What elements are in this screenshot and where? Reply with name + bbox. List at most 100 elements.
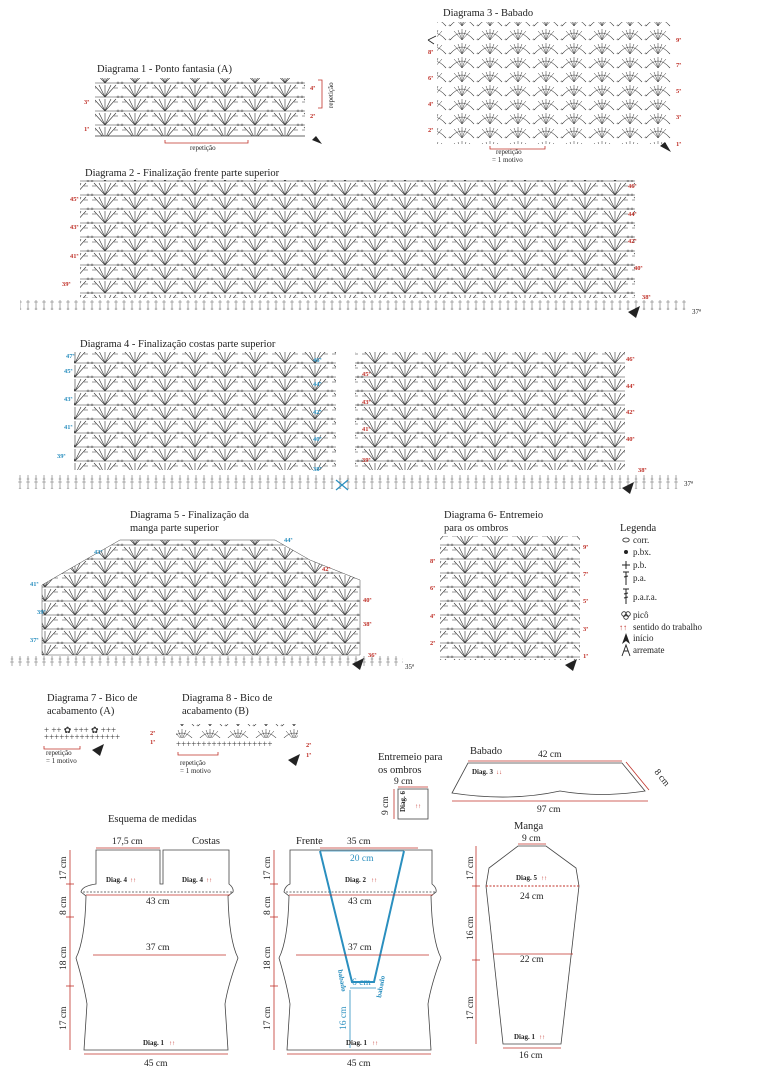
start-icon bbox=[352, 658, 364, 670]
direction-arrows-icon: ↑↑ bbox=[539, 1035, 545, 1041]
front-v-top: 20 cm bbox=[350, 854, 374, 864]
row-label: 40ª bbox=[634, 265, 643, 272]
direction-arrows-icon: ↑↑ bbox=[371, 878, 377, 884]
direction-arrows-icon: ↓↓ bbox=[496, 770, 502, 776]
ruffle-title: Babado bbox=[470, 746, 502, 757]
diagram-7-title-line2: acabamento (A) bbox=[47, 706, 115, 717]
row-label: 46ª bbox=[626, 356, 635, 363]
shoulder-rect bbox=[397, 788, 429, 820]
row-label: 43ª bbox=[94, 549, 103, 556]
finish-icon bbox=[335, 479, 349, 491]
double-crochet-icon bbox=[623, 571, 629, 585]
diagram-3-title: Diagrama 3 - Babado bbox=[443, 8, 533, 19]
row-label: 41ª bbox=[30, 581, 39, 588]
sleeve-outline bbox=[485, 845, 580, 1045]
front-waist: 37 cm bbox=[348, 943, 372, 953]
finish-icon bbox=[621, 643, 631, 657]
row-label: 41ª bbox=[70, 253, 79, 260]
front-chest: 43 cm bbox=[348, 897, 372, 907]
diagram-2-chart bbox=[80, 180, 635, 298]
front-upper-height: 17 cm bbox=[263, 856, 273, 880]
shoulder-title-line1: Entremeio para bbox=[378, 752, 443, 763]
front-band-width: 6 cm bbox=[352, 978, 371, 988]
diagram-8-title-line2: acabamento (B) bbox=[182, 706, 249, 717]
row-label: 3ª bbox=[676, 114, 681, 121]
diagram-4: Diagrama 4 - Finalização costas parte su… bbox=[14, 339, 693, 494]
start-icon bbox=[312, 136, 322, 144]
ruffle-shape bbox=[451, 762, 646, 798]
shoulder-width: 9 cm bbox=[394, 777, 413, 787]
legend-label: sentido do trabalho bbox=[633, 622, 702, 632]
row-label: 2ª bbox=[428, 127, 433, 134]
legend-label: p.a.r.a. bbox=[633, 592, 657, 602]
front-title: Frente bbox=[296, 836, 323, 847]
front-schematic: Frente 35 cm 20 cm Diag. 2 ↑↑ 43 cm 37 c… bbox=[263, 836, 442, 1069]
schematics-title: Esquema de medidas bbox=[108, 814, 197, 825]
diagram-5-title-line2: manga parte superior bbox=[130, 523, 219, 534]
diagram-4-left-chart bbox=[74, 352, 336, 470]
foundation-row bbox=[20, 300, 690, 310]
repeat-label: repetição bbox=[180, 759, 206, 767]
back-upper-height: 17 cm bbox=[59, 856, 69, 880]
row-label: 40ª bbox=[363, 597, 372, 604]
foundation-row bbox=[8, 656, 403, 666]
diagram-2-title: Diagrama 2 - Finalização frente parte su… bbox=[85, 168, 280, 179]
front-diag-bottom: Diag. 1 bbox=[346, 1039, 368, 1047]
diagram-7-chart: +++++++++++++++ bbox=[44, 732, 120, 742]
row-label: 2ª bbox=[430, 640, 435, 647]
picot-icon bbox=[621, 611, 631, 620]
slip-stitch-icon bbox=[624, 550, 628, 554]
direction-arrows-icon: ↑↑ bbox=[619, 623, 627, 632]
front-mid-height: 8 cm bbox=[263, 896, 273, 915]
sleeve-low-height: 17 cm bbox=[466, 996, 476, 1020]
diagram-5-chart bbox=[41, 539, 361, 656]
row-label: 38ª bbox=[642, 294, 651, 301]
row-label: 45ª bbox=[64, 368, 73, 375]
row-label: 43ª bbox=[70, 224, 79, 231]
front-outline bbox=[278, 849, 442, 1051]
legend-label: início bbox=[633, 633, 654, 643]
row-label: 1ª bbox=[676, 141, 681, 148]
diagram-8: Diagrama 8 - Bico de acabamento (B) ++++… bbox=[176, 693, 311, 775]
sleeve-mid-height: 16 cm bbox=[466, 916, 476, 940]
front-ruffle-label-right: babado bbox=[375, 975, 387, 999]
sleeve-mid-width: 22 cm bbox=[520, 955, 544, 965]
row-label: 3ª bbox=[583, 626, 588, 633]
diagram-4-title: Diagrama 4 - Finalização costas parte su… bbox=[80, 339, 276, 350]
diagram-7-title-line1: Diagrama 7 - Bico de bbox=[47, 693, 138, 704]
row-label: 3ª bbox=[84, 99, 89, 106]
row-label: 39ª bbox=[62, 281, 71, 288]
legend-label: arremate bbox=[633, 645, 664, 655]
sleeve-diag-bottom: Diag. 1 bbox=[514, 1033, 536, 1041]
front-top: 35 cm bbox=[347, 837, 371, 847]
back-schematic: 17,5 cm Costas Diag. 4 ↑↑ Diag. 4 ↑↑ 43 … bbox=[59, 836, 239, 1069]
front-diag-top: Diag. 2 bbox=[345, 876, 367, 884]
shoulder-diag: Diag. 6 bbox=[399, 791, 407, 813]
back-diag-top-right: Diag. 4 bbox=[182, 876, 204, 884]
row-label: 9ª bbox=[583, 544, 588, 551]
treble-crochet-icon bbox=[623, 588, 629, 604]
back-lower-height: 17 cm bbox=[59, 1006, 69, 1030]
diagram-8-title-line1: Diagrama 8 - Bico de bbox=[182, 693, 273, 704]
back-title: Costas bbox=[192, 836, 220, 847]
row-label: 35ª bbox=[405, 663, 414, 671]
row-label: 37ª bbox=[684, 480, 693, 488]
start-icon bbox=[660, 142, 671, 152]
row-label: 2ª bbox=[306, 742, 311, 749]
row-label: 2ª bbox=[150, 730, 155, 737]
row-label: 43ª bbox=[362, 399, 371, 406]
back-diag-bottom: Diag. 1 bbox=[143, 1039, 165, 1047]
row-label: 39ª bbox=[57, 453, 66, 460]
row-label: 4ª bbox=[430, 613, 435, 620]
start-icon bbox=[622, 482, 634, 494]
row-label: 38ª bbox=[638, 467, 647, 474]
front-waist-height: 18 cm bbox=[263, 946, 273, 970]
repeat-label: repetição bbox=[190, 144, 216, 152]
row-label: 43ª bbox=[64, 396, 73, 403]
start-icon bbox=[92, 744, 104, 756]
repeat-label: repetição bbox=[46, 749, 72, 757]
row-label: 41ª bbox=[64, 424, 73, 431]
shoulder-height: 9 cm bbox=[381, 796, 391, 815]
back-waist-height: 18 cm bbox=[59, 946, 69, 970]
front-ruffle-label-left: babado bbox=[336, 969, 348, 993]
